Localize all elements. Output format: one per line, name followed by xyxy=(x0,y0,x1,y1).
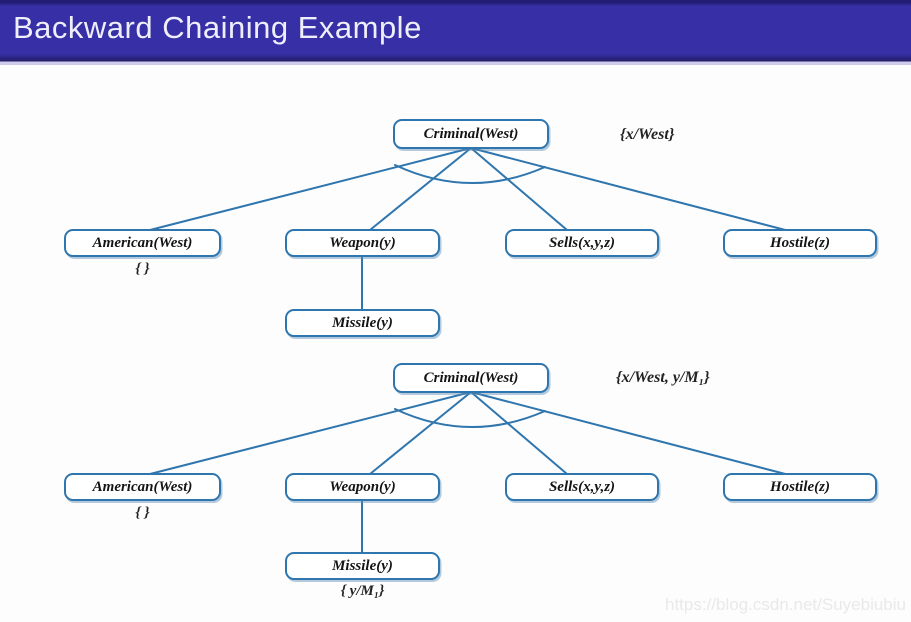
node-criminal-west-bottom: Criminal(West) xyxy=(393,363,549,393)
node-missile-y-bottom: Missile(y) xyxy=(285,552,440,580)
watermark: https://blog.csdn.net/Suyebiubiu xyxy=(665,595,906,614)
edge-bottom-root-american xyxy=(149,391,472,475)
empty-substitution-note-top: { } xyxy=(135,261,150,277)
substitution-top: {x/West} xyxy=(620,126,675,143)
node-hostile-z-top: Hostile(z) xyxy=(723,229,877,257)
node-missile-y-top: Missile(y) xyxy=(285,309,440,337)
node-criminal-west-top: Criminal(West) xyxy=(393,119,549,149)
edge-bottom-root-hostile xyxy=(470,391,794,477)
node-sells-xyz-top: Sells(x,y,z) xyxy=(505,229,659,257)
slide-title: Backward Chaining Example xyxy=(13,10,422,45)
node-weapon-y-bottom: Weapon(y) xyxy=(285,473,440,501)
node-american-west-top: American(West) xyxy=(64,229,221,257)
edge-top-root-sells xyxy=(470,147,568,231)
edge-top-root-hostile xyxy=(470,147,794,233)
node-american-west-bottom: American(West) xyxy=(64,473,221,501)
node-weapon-y-top: Weapon(y) xyxy=(285,229,440,257)
and-arc-top xyxy=(394,164,546,184)
empty-substitution-note-bottom: { } xyxy=(135,505,150,521)
title-bar: Backward Chaining Example xyxy=(0,0,911,65)
edge-top-root-american xyxy=(149,147,472,231)
edge-bottom-root-weapon xyxy=(369,391,472,475)
and-arc-bottom xyxy=(394,408,546,428)
node-sells-xyz-bottom: Sells(x,y,z) xyxy=(505,473,659,501)
edge-bottom-root-sells xyxy=(470,391,568,475)
edge-top-root-weapon xyxy=(369,147,472,231)
missile-substitution-note: { y/M₁} xyxy=(340,583,385,599)
node-hostile-z-bottom: Hostile(z) xyxy=(723,473,877,501)
substitution-bottom: {x/West, y/M₁} xyxy=(616,369,710,386)
